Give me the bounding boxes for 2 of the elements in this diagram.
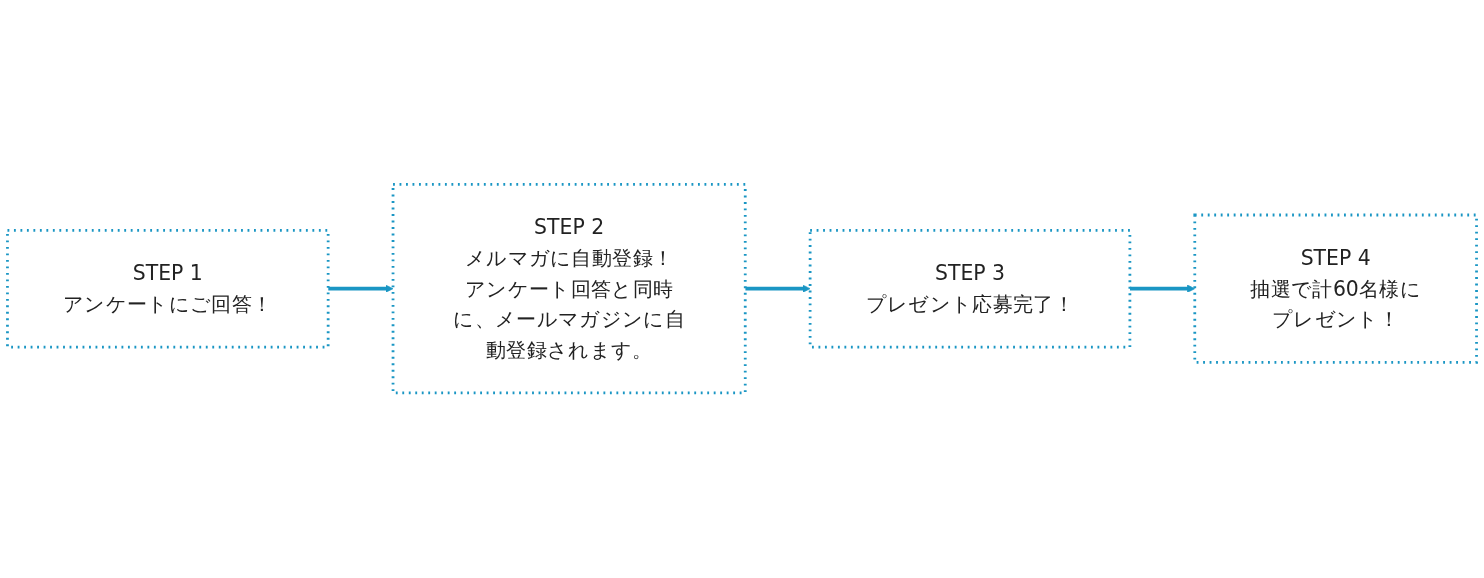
arrow <box>745 284 811 294</box>
arrow <box>328 284 394 294</box>
